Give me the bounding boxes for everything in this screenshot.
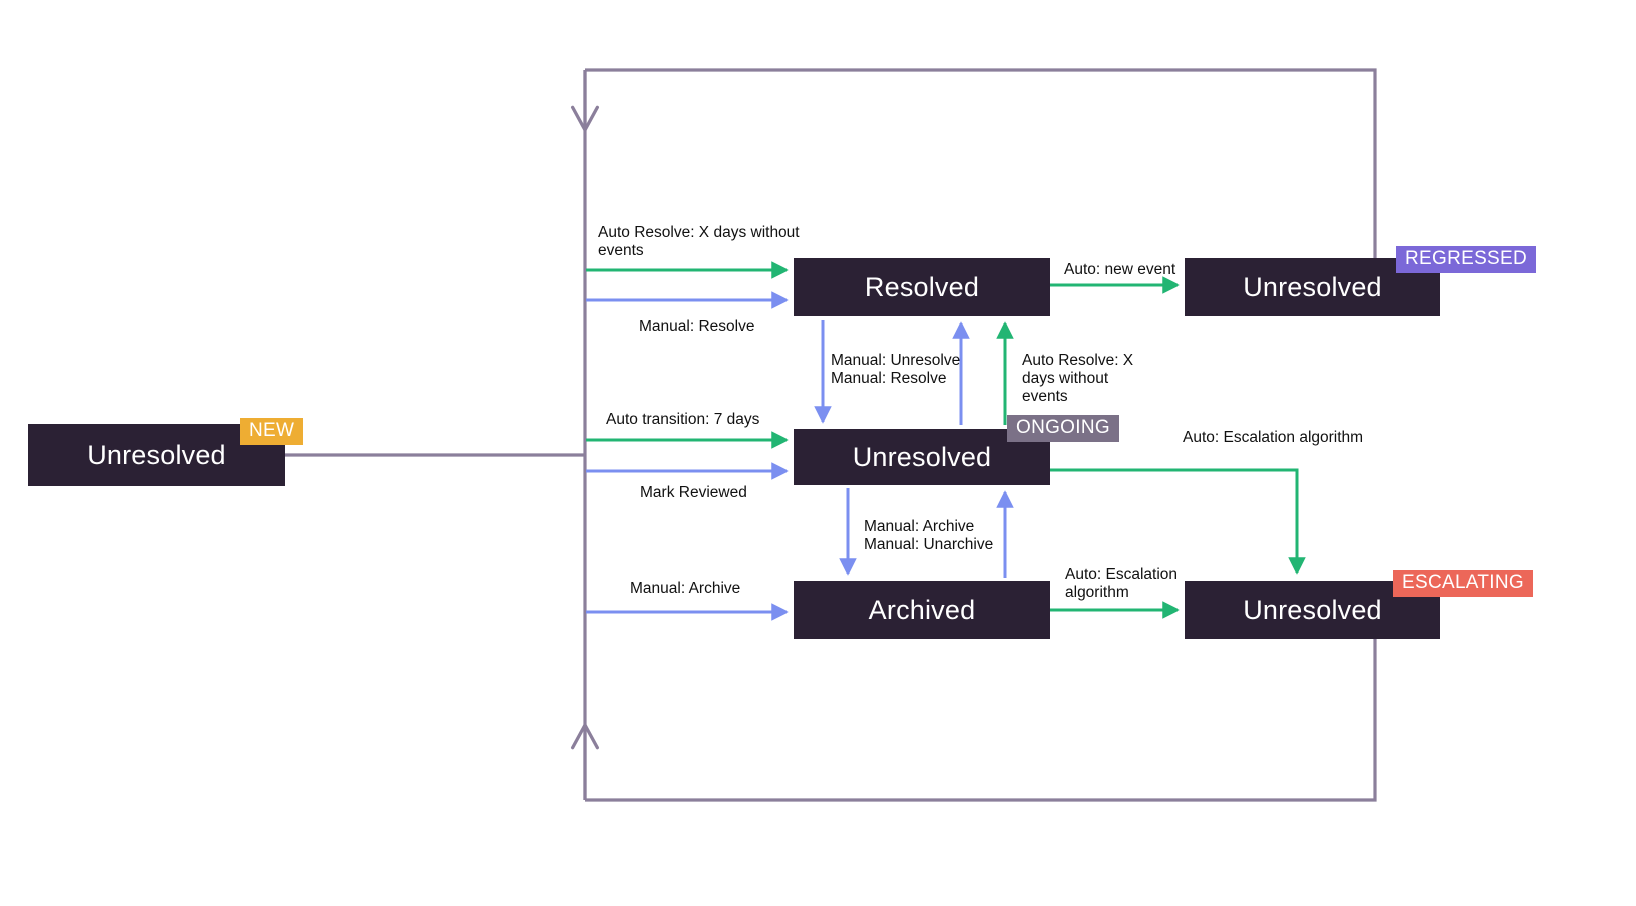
status-badge-ongoing: ONGOING (1007, 415, 1119, 442)
state-node-label: Unresolved (1243, 594, 1382, 625)
state-node-archived[interactable]: Archived (794, 581, 1050, 639)
state-node-label: Archived (868, 594, 976, 625)
edge-label-auto-new-event: Auto: new event (1064, 261, 1176, 278)
status-badge-new: NEW (240, 418, 304, 445)
edge-label-auto-resolve-up: Auto Resolve: X days without events (1022, 352, 1134, 405)
state-node-label: Resolved (864, 271, 980, 302)
frame-return-loop (285, 68, 1377, 802)
status-badge-label: REGRESSED (1405, 248, 1528, 269)
status-badge-regressed: REGRESSED (1396, 246, 1537, 273)
edge-label-auto-escalation-bottom: Auto: Escalation algorithm (1065, 566, 1178, 601)
state-node-label: Unresolved (852, 441, 992, 472)
status-badge-label: NEW (249, 420, 295, 441)
edge-label-manual-archive: Manual: Archive (630, 580, 741, 597)
edge-label-auto-escalation-top: Auto: Escalation algorithm (1183, 429, 1364, 446)
edge-label-manual-unresolve-resolve: Manual: Unresolve Manual: Resolve (831, 352, 961, 387)
status-badge-label: ONGOING (1016, 417, 1110, 438)
edge-label-auto-transition: Auto transition: 7 days (606, 411, 760, 428)
edge-label-mark-reviewed: Mark Reviewed (640, 484, 747, 501)
state-node-resolved[interactable]: Resolved (794, 258, 1050, 316)
manual-transitions (586, 291, 1014, 621)
edge-label-manual-archive-unarchive: Manual: Archive Manual: Unarchive (864, 518, 994, 553)
auto-transitions (586, 261, 1306, 619)
state-node-label: Unresolved (87, 439, 226, 470)
status-badge-escalating: ESCALATING (1393, 570, 1533, 597)
edge-label-auto-resolve-top: Auto Resolve: X days without events (598, 224, 800, 259)
edge-label-manual-resolve-in: Manual: Resolve (639, 318, 755, 335)
state-node-label: Unresolved (1243, 271, 1382, 302)
status-badge-label: ESCALATING (1402, 572, 1524, 593)
